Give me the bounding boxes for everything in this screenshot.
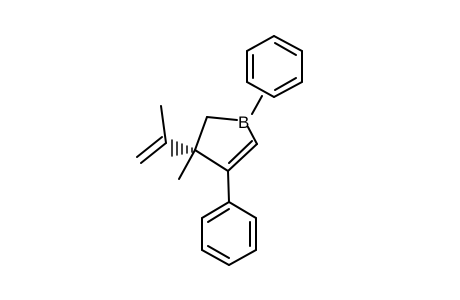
bond-vinyl-double-inner: [136, 136, 163, 158]
bond: [194, 149, 229, 172]
boron-atom-label: B: [238, 113, 249, 132]
hashed-wedge-bond: [171, 139, 193, 157]
bond: [273, 35, 303, 52]
bond: [206, 116, 238, 121]
bond: [273, 81, 303, 98]
bond: [228, 249, 257, 266]
bond-isopropenyl-methyl: [160, 105, 167, 144]
bond-double-inner: [207, 208, 230, 223]
bond-boron-phenyl: [251, 95, 263, 115]
phenyl-ring-bottom: [201, 201, 257, 266]
bond: [246, 81, 275, 98]
bond: [194, 116, 208, 151]
bond-methyl: [178, 149, 196, 180]
bond-double-inner: [274, 42, 297, 56]
bond-double-inner: [274, 77, 297, 91]
bond-double-inner: [207, 245, 230, 259]
bond-double-inner: [228, 140, 253, 164]
phenyl-ring-top: [246, 35, 303, 98]
bond: [228, 201, 257, 219]
borole-ring: [194, 116, 258, 172]
bond-vinyl-double: [140, 142, 167, 164]
bond: [227, 143, 258, 172]
bond: [201, 249, 230, 266]
bond-ring-phenyl: [227, 170, 230, 203]
bond: [247, 126, 258, 145]
bond: [201, 201, 230, 219]
bond: [246, 35, 275, 52]
